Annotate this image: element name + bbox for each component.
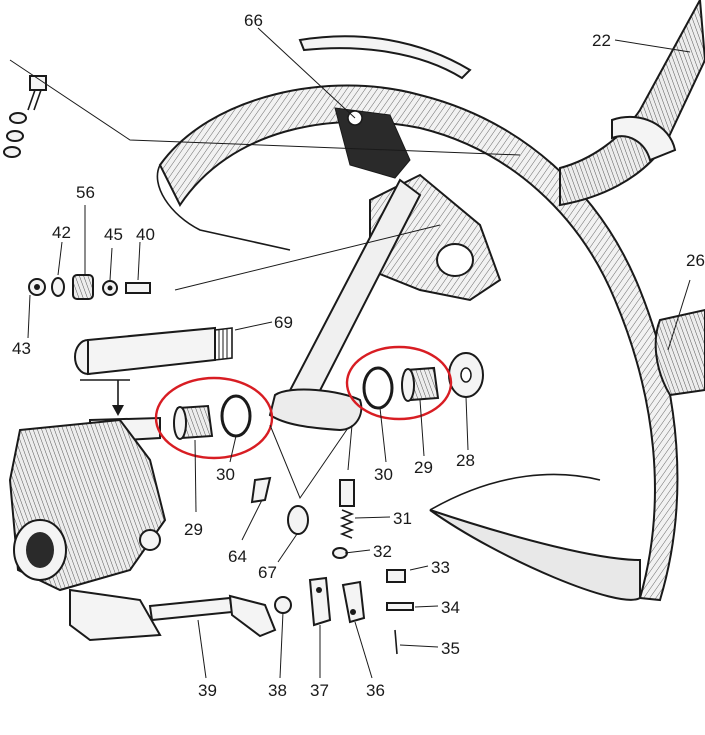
label-30-left: 30 <box>216 465 235 484</box>
label-45: 45 <box>104 225 123 244</box>
part-labels: 66 22 26 56 42 45 40 43 69 29 30 30 29 2… <box>12 11 705 700</box>
spindle-69 <box>74 326 233 376</box>
label-42: 42 <box>52 223 71 242</box>
label-36: 36 <box>366 681 385 700</box>
label-38: 38 <box>268 681 287 700</box>
mudguard <box>156 84 679 602</box>
highlight-left-bearing <box>154 376 274 460</box>
mudguard-stay <box>298 35 472 80</box>
small-parts-set <box>28 274 151 300</box>
swing-arm <box>268 173 502 432</box>
label-29-left: 29 <box>184 520 203 539</box>
brake-rod <box>148 594 277 638</box>
label-67: 67 <box>258 563 277 582</box>
label-40: 40 <box>136 225 155 244</box>
brake-housing <box>8 418 167 642</box>
link-37 <box>308 576 332 627</box>
label-22: 22 <box>592 31 611 50</box>
label-33: 33 <box>431 558 450 577</box>
label-31: 31 <box>393 509 412 528</box>
label-43: 43 <box>12 339 31 358</box>
label-66: 66 <box>244 11 263 30</box>
label-56: 56 <box>76 183 95 202</box>
label-28: 28 <box>456 451 475 470</box>
label-69: 69 <box>274 313 293 332</box>
spring-adjuster <box>332 424 355 559</box>
frame-tube <box>559 0 705 207</box>
part-26 <box>654 308 705 397</box>
bolt-and-washers <box>3 75 47 158</box>
label-35: 35 <box>441 639 460 658</box>
needle-bearing-left <box>173 404 214 440</box>
adjuster-64 <box>250 476 272 504</box>
label-34: 34 <box>441 598 460 617</box>
washer-right <box>362 366 394 410</box>
label-29-right: 29 <box>414 458 433 477</box>
pin-34 <box>386 602 414 611</box>
label-32: 32 <box>373 542 392 561</box>
label-37: 37 <box>310 681 329 700</box>
needle-bearing-right <box>401 366 440 402</box>
nut-38 <box>274 596 292 614</box>
washer-left <box>220 394 252 438</box>
nut-33 <box>386 569 406 583</box>
link-36 <box>341 580 366 624</box>
leader-lines <box>9 27 691 679</box>
label-39: 39 <box>198 681 217 700</box>
label-64: 64 <box>228 547 247 566</box>
split-pin-35 <box>394 629 398 655</box>
label-26: 26 <box>686 251 705 270</box>
bush-67 <box>287 505 309 535</box>
label-30-right: 30 <box>374 465 393 484</box>
highlight-right-bearing <box>345 345 453 421</box>
